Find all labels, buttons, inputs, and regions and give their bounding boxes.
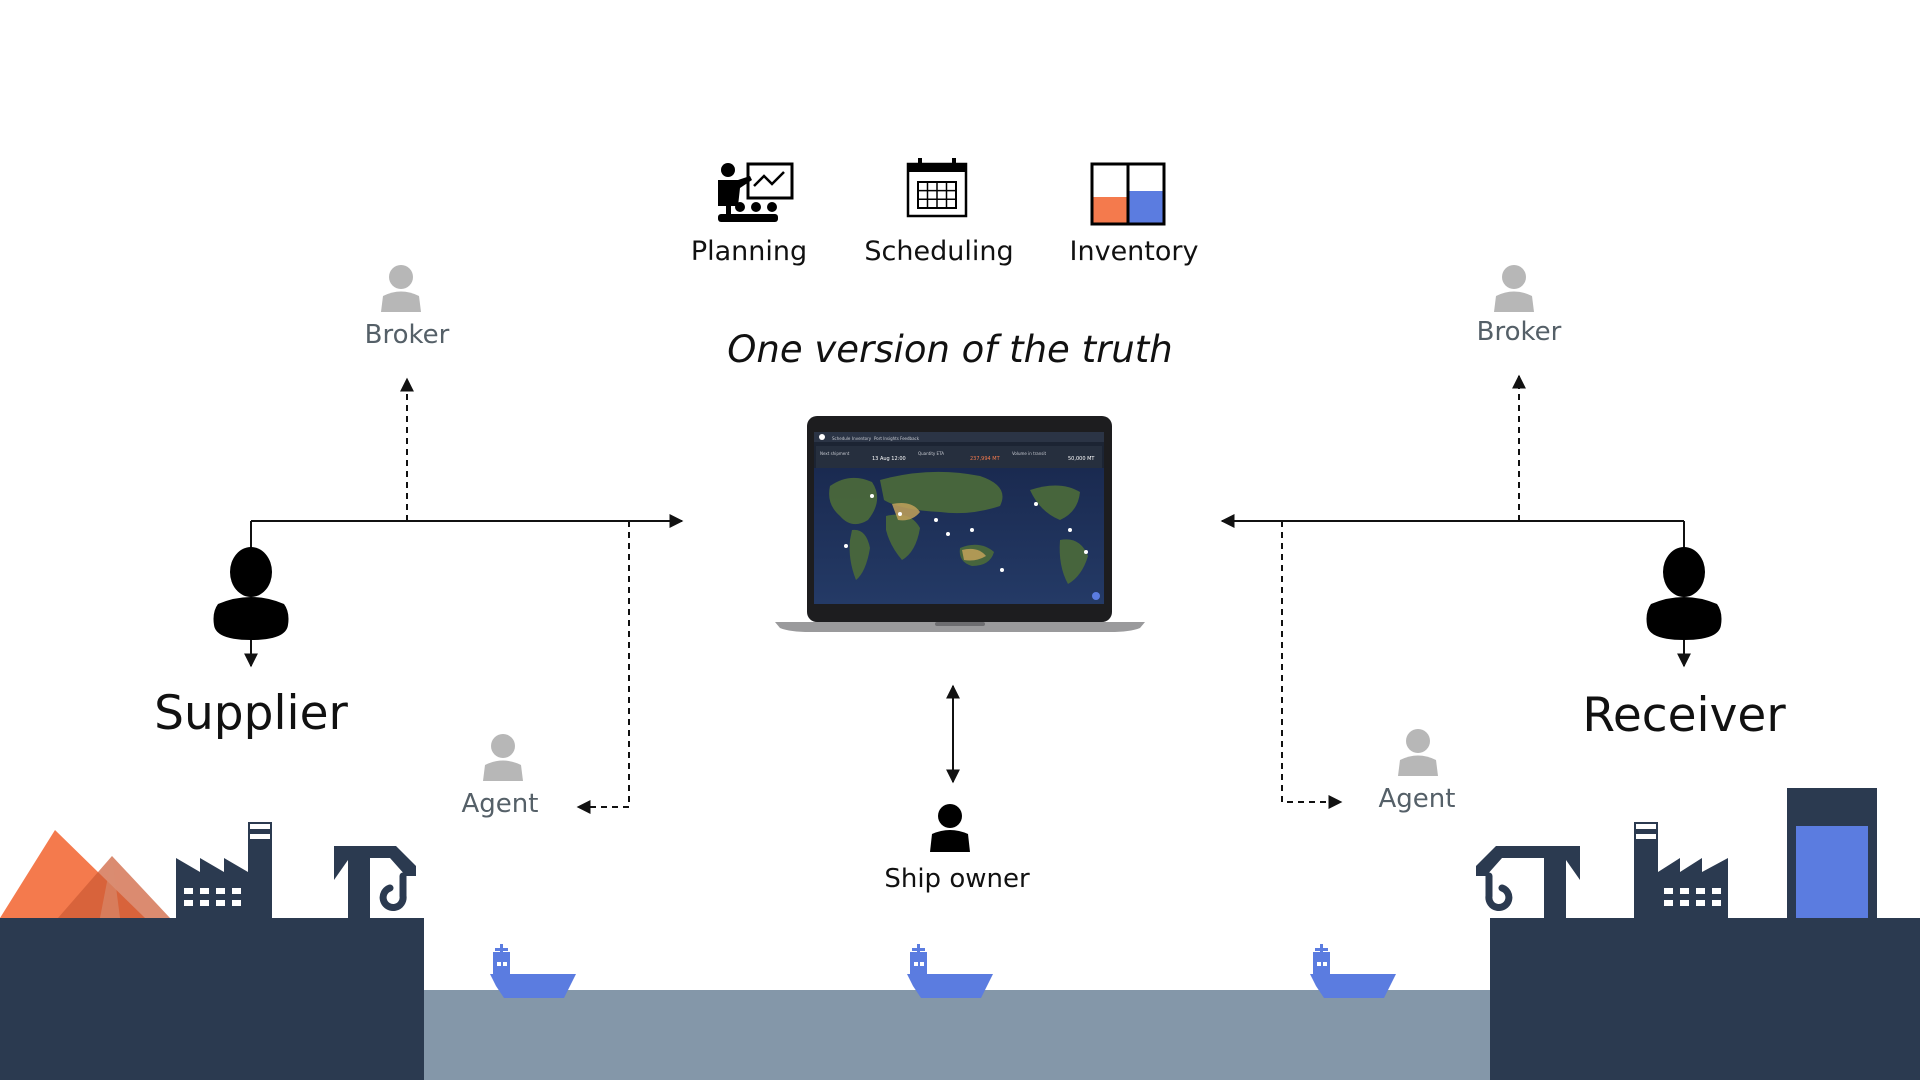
laptop-card-value: 50,000 MT bbox=[1068, 456, 1095, 462]
receiver-label: Receiver bbox=[1582, 688, 1786, 743]
laptop-tab: Port Insights bbox=[874, 436, 899, 441]
factory-icon-right bbox=[1634, 822, 1728, 918]
sea bbox=[424, 990, 1490, 1080]
supplier-label: Supplier bbox=[154, 686, 348, 741]
receiver-person-icon bbox=[1646, 547, 1722, 640]
broker-left-person-icon bbox=[381, 265, 421, 312]
supplier-agent-arrow bbox=[576, 521, 630, 814]
laptop-card-value: 13 Aug 12:00 bbox=[872, 456, 906, 462]
laptop-tab: Schedule bbox=[832, 436, 851, 441]
ship-icon bbox=[1310, 944, 1396, 998]
laptop-ui-text: Schedule Inventory Port Insights Feedbac… bbox=[820, 436, 1095, 462]
planning-label: Planning bbox=[690, 236, 808, 267]
planning-icon bbox=[718, 162, 794, 222]
receiver-land bbox=[1490, 918, 1920, 1080]
crane-icon-left bbox=[334, 846, 416, 918]
scheduling-label: Scheduling bbox=[864, 236, 1014, 267]
factory-icon-left bbox=[176, 822, 272, 918]
tagline: One version of the truth bbox=[727, 328, 1173, 371]
ship-icon bbox=[490, 944, 576, 998]
broker-left-label: Broker bbox=[364, 320, 450, 350]
storage-tank-icon bbox=[1787, 788, 1877, 918]
laptop-tab: Inventory bbox=[852, 436, 872, 441]
ship-owner-label: Ship owner bbox=[884, 864, 1030, 894]
agent-right-label: Agent bbox=[1378, 784, 1456, 814]
ship-icon bbox=[907, 944, 993, 998]
laptop bbox=[775, 416, 1145, 632]
inventory-icon bbox=[1090, 162, 1166, 226]
broker-right-person-icon bbox=[1494, 265, 1534, 312]
laptop-tab: Feedback bbox=[900, 436, 920, 441]
broker-right-label: Broker bbox=[1476, 317, 1562, 347]
calendar-icon bbox=[906, 158, 968, 218]
ship-owner-person-icon bbox=[930, 804, 970, 852]
agent-left-person-icon bbox=[483, 734, 523, 781]
laptop-card-title: Volume in transit bbox=[1012, 451, 1046, 456]
laptop-card-title: Quantity ETA bbox=[918, 451, 944, 456]
laptop-card-value: 237,994 MT bbox=[970, 456, 1001, 462]
inventory-label: Inventory bbox=[1069, 236, 1199, 267]
supplier-land bbox=[0, 918, 424, 1080]
laptop-card-title: Next shipment bbox=[820, 451, 850, 456]
crane-icon-right bbox=[1476, 846, 1580, 918]
mountains-icon bbox=[0, 830, 170, 918]
agent-left-label: Agent bbox=[461, 789, 539, 819]
supplier-person-icon bbox=[213, 547, 289, 640]
receiver-agent-arrow bbox=[1281, 521, 1343, 809]
agent-right-person-icon bbox=[1398, 729, 1438, 776]
